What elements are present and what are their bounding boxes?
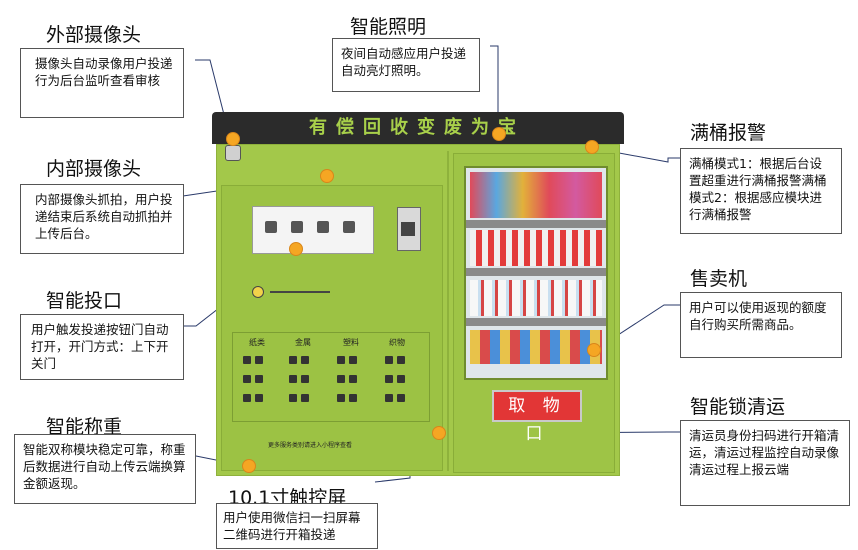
marker-vending xyxy=(587,343,601,357)
title-smart-lock: 智能锁清运 xyxy=(690,396,786,418)
title-internal-camera: 内部摄像头 xyxy=(46,158,142,180)
pickup-port[interactable]: 取 物 口 xyxy=(492,390,582,444)
box-smart-lock: 清运员身份扫码进行开箱清运，清运过程监控自动录像清运过程上报云端 xyxy=(680,420,850,506)
plastic-icon xyxy=(317,221,329,233)
marker-weigh xyxy=(242,459,256,473)
vending-door: 取 物 口 xyxy=(453,153,615,473)
paper-icon xyxy=(265,221,277,233)
marker-lock xyxy=(432,426,446,440)
marker-light xyxy=(492,127,506,141)
box-smart-weigh: 智能双称模块稳定可靠，称重后数据进行自动上传云端换算金额返现。 xyxy=(14,434,196,504)
shelf xyxy=(466,268,606,276)
recycling-vending-machine: 有偿回收变废为宝 纸类 金属 塑料 织物 xyxy=(212,112,624,482)
box-internal-camera: 内部摄像头抓拍，用户投递结束后系统自动抓拍并上传后台。 xyxy=(20,184,184,254)
title-smart-light: 智能照明 xyxy=(350,16,427,38)
box-smart-light: 夜间自动感应用户投递自动亮灯照明。 xyxy=(332,38,480,92)
metal-grid xyxy=(287,351,321,402)
box-external-camera: 摄像头自动录像用户投递行为后台监听查看审核 xyxy=(20,48,184,118)
marker-full-alarm xyxy=(585,140,599,154)
vending-window xyxy=(464,166,608,380)
shelf xyxy=(466,220,606,228)
title-smart-weigh: 智能称重 xyxy=(46,416,123,438)
marker-external-camera xyxy=(226,132,240,146)
fabric-grid xyxy=(383,351,417,402)
box-touchscreen: 用户使用微信扫一扫屏幕二维码进行开箱投递 xyxy=(216,503,378,549)
snack-row xyxy=(470,172,602,218)
drink-row-1 xyxy=(470,230,602,266)
marker-slot xyxy=(289,242,303,256)
service-note: 更多服务类别请进入小程序查看 xyxy=(268,442,353,449)
snack-row-2 xyxy=(470,330,602,364)
door-divider xyxy=(447,151,449,471)
roof-slogan: 有偿回收变废为宝 xyxy=(309,117,525,138)
qr-code-icon xyxy=(401,222,415,236)
box-vending: 用户可以使用返现的额度自行购买所需商品。 xyxy=(680,292,842,358)
info-strip xyxy=(252,286,372,306)
machine-body: 纸类 金属 塑料 织物 更多服务类别请进入小程序查看 xyxy=(216,144,620,476)
water-row xyxy=(470,280,602,316)
sign-header-plastic: 塑料 xyxy=(343,338,359,347)
title-full-alarm: 满桶报警 xyxy=(690,122,767,144)
marker-internal-camera xyxy=(320,169,334,183)
sign-header-paper: 纸类 xyxy=(249,338,265,347)
box-full-alarm: 满桶模式1：根据后台设置超重进行满桶报警满桶模式2：根据感应模块进行满桶报警 xyxy=(680,148,842,234)
title-vending: 售卖机 xyxy=(690,268,748,290)
sign-header-fabric: 织物 xyxy=(389,338,405,347)
title-external-camera: 外部摄像头 xyxy=(46,24,142,46)
metal-icon xyxy=(291,221,303,233)
touchscreen[interactable] xyxy=(397,207,421,251)
plastic-grid xyxy=(335,351,369,402)
machine-roof: 有偿回收变废为宝 xyxy=(212,112,624,144)
box-smart-slot: 用户触发投递按钮门自动打开，开门方式：上下开关门 xyxy=(20,314,184,380)
camera-icon xyxy=(225,145,241,161)
fabric-icon xyxy=(343,221,355,233)
title-smart-slot: 智能投口 xyxy=(46,290,123,312)
category-sign: 纸类 金属 塑料 织物 xyxy=(232,332,430,422)
shelf xyxy=(466,318,606,326)
sign-header-metal: 金属 xyxy=(295,338,311,347)
paper-grid xyxy=(241,351,275,402)
slot-panel xyxy=(252,206,374,254)
